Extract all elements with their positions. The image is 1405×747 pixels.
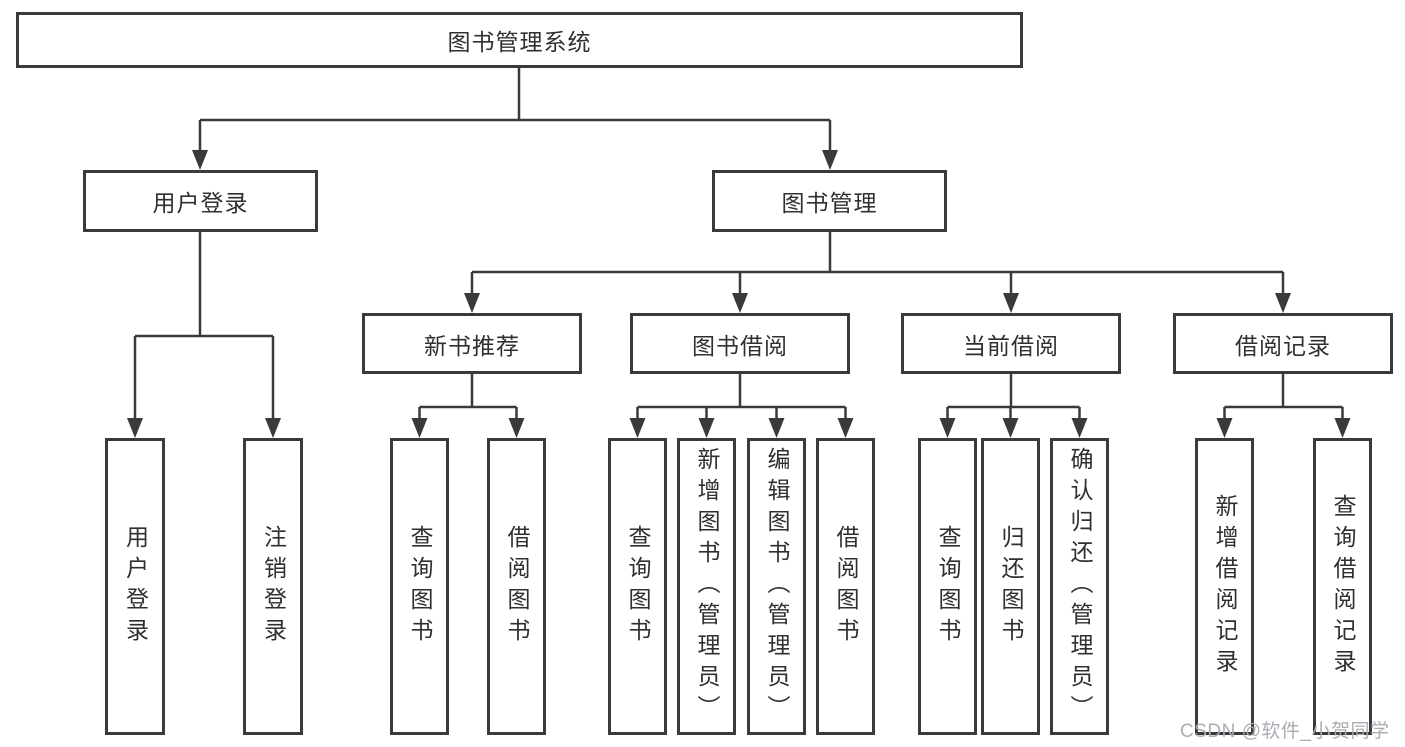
node-user-login: 用户登录 <box>83 170 318 232</box>
node-label: 新书推荐 <box>424 332 520 359</box>
leaf-query-books-recommend: 查询图书 <box>390 438 449 735</box>
node-label: 图书管理系统 <box>447 29 592 55</box>
node-label: 借阅记录 <box>1235 332 1331 359</box>
leaf-label: 查询借阅记录 <box>1330 493 1356 680</box>
leaf-label: 借阅图书 <box>504 524 530 649</box>
leaf-label: 编辑图书（管理员） <box>764 447 790 726</box>
leaf-label: 借阅图书 <box>833 524 859 649</box>
node-book-borrowing: 图书借阅 <box>630 313 850 374</box>
leaf-return-books: 归还图书 <box>981 438 1040 735</box>
leaf-label: 用户登录 <box>122 524 149 649</box>
leaf-label: 查询图书 <box>935 524 961 649</box>
node-label: 用户登录 <box>152 190 249 216</box>
leaf-add-borrow-record: 新增借阅记录 <box>1195 438 1254 735</box>
leaf-query-books-current: 查询图书 <box>918 438 977 735</box>
node-label: 当前借阅 <box>963 332 1059 359</box>
node-new-book-recommend: 新书推荐 <box>362 313 582 374</box>
leaf-label: 查询图书 <box>625 524 651 649</box>
leaf-edit-books-admin: 编辑图书（管理员） <box>747 438 806 735</box>
leaf-label: 归还图书 <box>998 524 1024 649</box>
node-label: 图书借阅 <box>692 332 788 359</box>
arrowheads <box>127 150 1351 438</box>
node-book-management: 图书管理 <box>712 170 947 232</box>
leaf-label: 新增借阅记录 <box>1212 493 1238 680</box>
leaf-user-login: 用户登录 <box>105 438 165 735</box>
leaf-query-books-borrowing: 查询图书 <box>608 438 667 735</box>
leaf-logout: 注销登录 <box>243 438 303 735</box>
leaf-borrow-books-borrowing: 借阅图书 <box>816 438 875 735</box>
leaf-add-books-admin: 新增图书（管理员） <box>677 438 736 735</box>
leaf-label: 查询图书 <box>407 524 433 649</box>
node-current-borrowing: 当前借阅 <box>901 313 1121 374</box>
leaf-query-borrow-record: 查询借阅记录 <box>1313 438 1372 735</box>
leaf-label: 确认归还（管理员） <box>1067 447 1093 726</box>
leaf-label: 新增图书（管理员） <box>694 447 720 726</box>
leaf-label: 注销登录 <box>260 524 287 649</box>
node-library-management-system: 图书管理系统 <box>16 12 1023 68</box>
node-borrowing-records: 借阅记录 <box>1173 313 1393 374</box>
leaf-confirm-return-admin: 确认归还（管理员） <box>1050 438 1109 735</box>
watermark: CSDN @软件_小贺同学 <box>1180 721 1390 742</box>
node-label: 图书管理 <box>781 190 878 216</box>
leaf-borrow-books-recommend: 借阅图书 <box>487 438 546 735</box>
